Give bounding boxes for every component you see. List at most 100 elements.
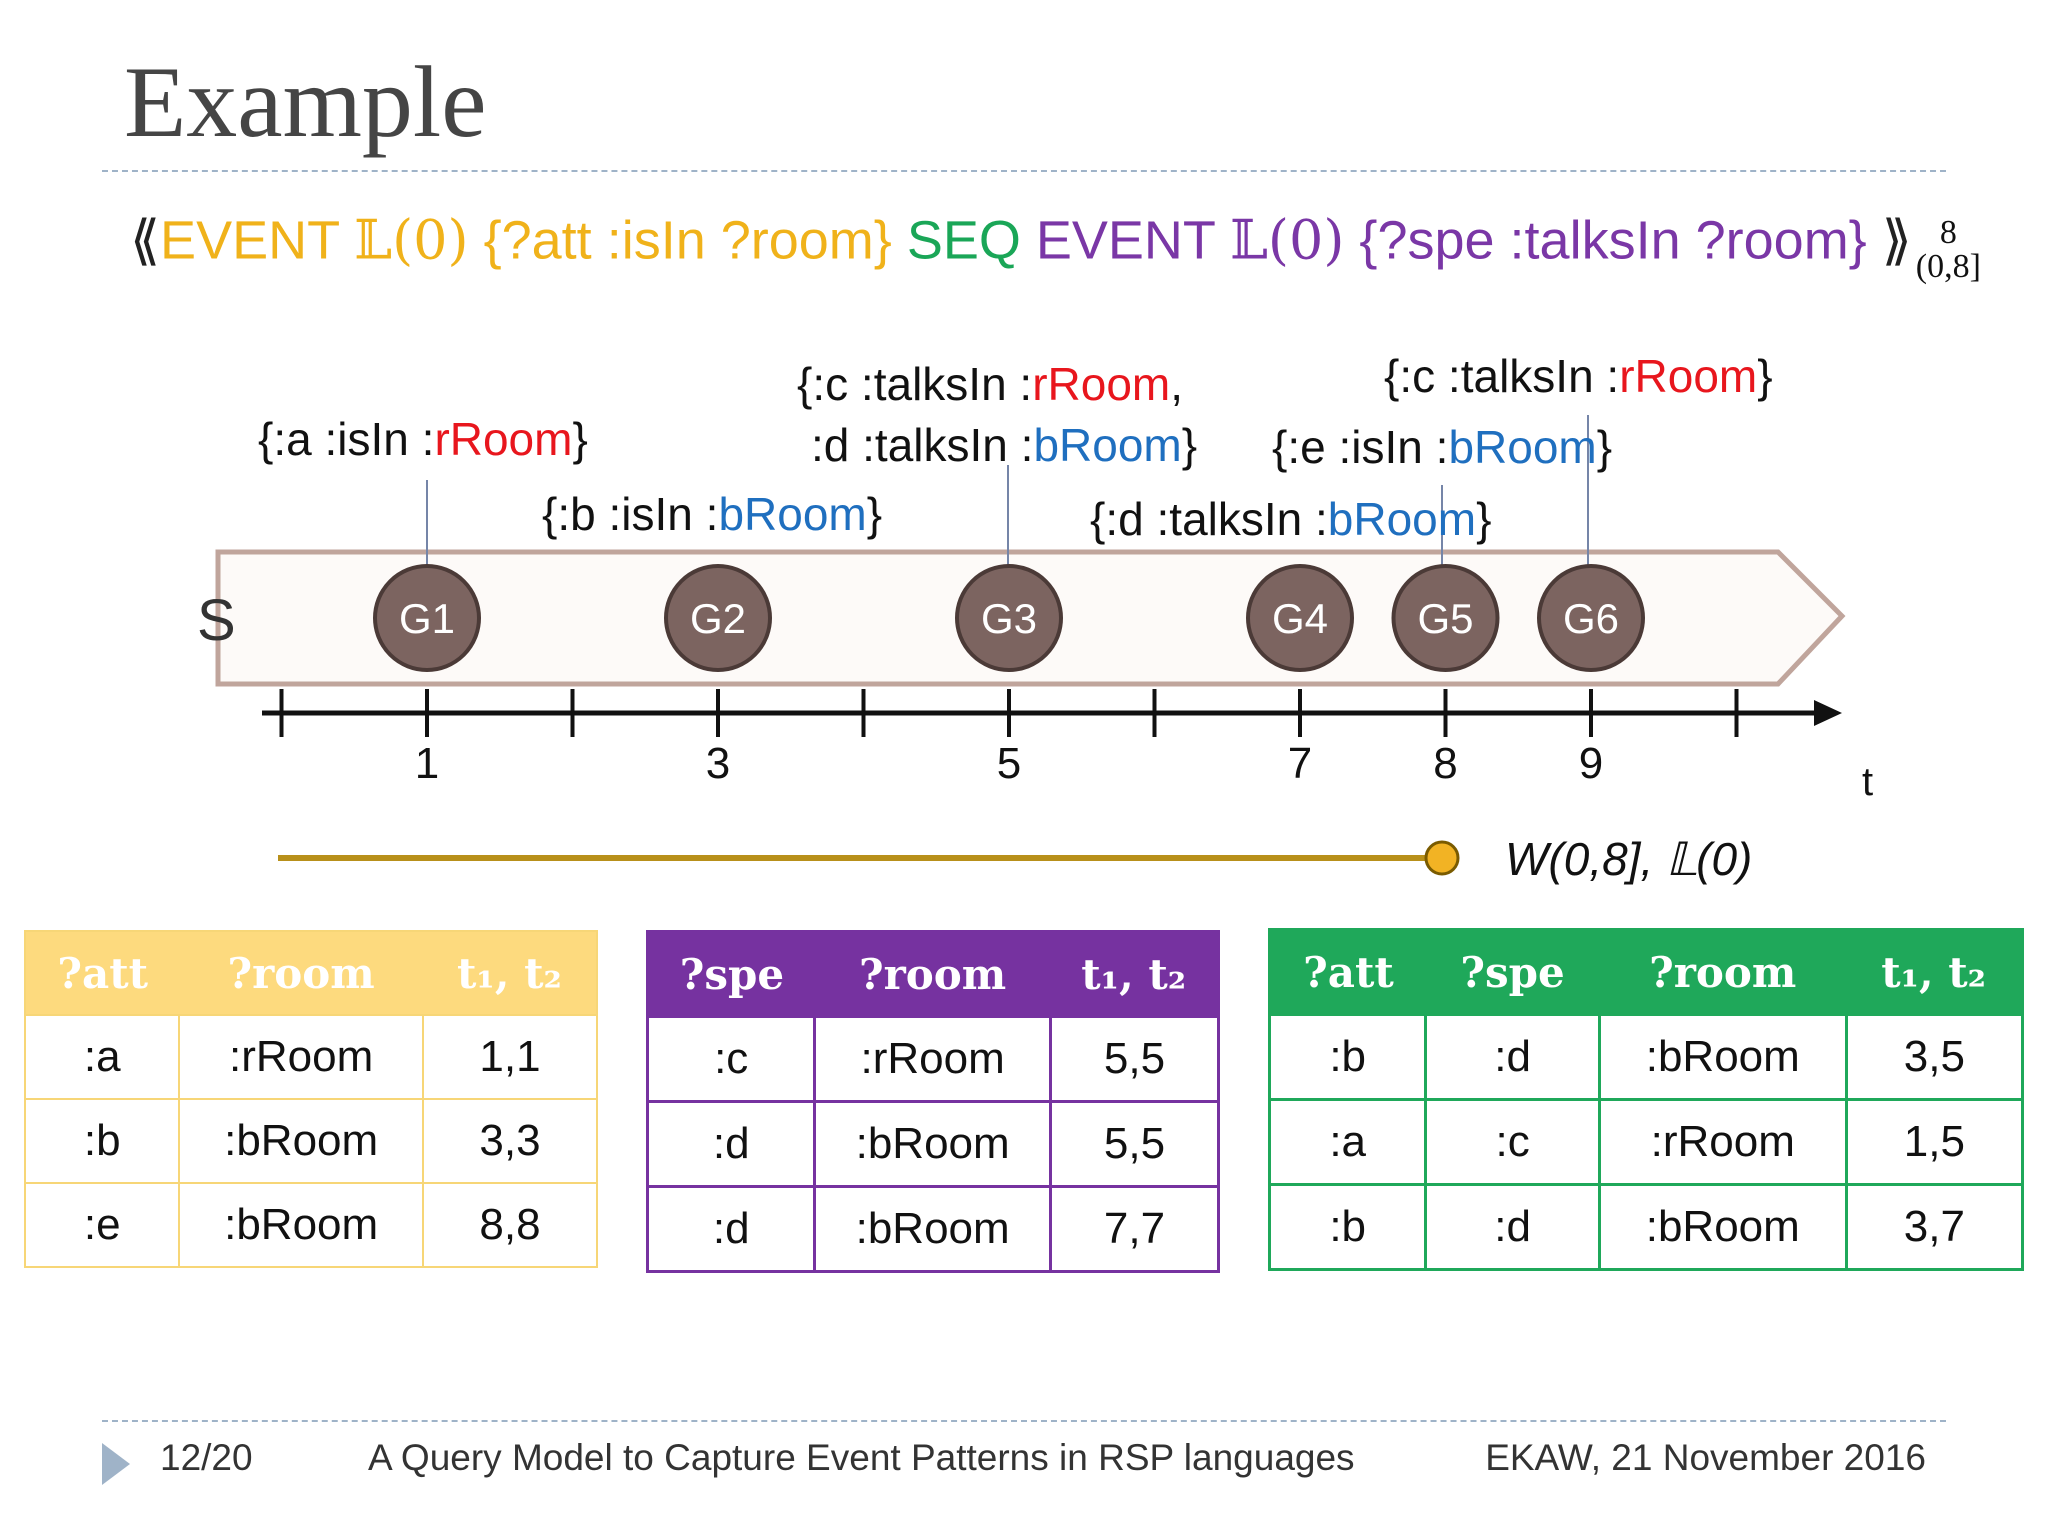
table-row: :b :d :bRoom 3,7 bbox=[1267, 1183, 2025, 1271]
g5-annotation: {:e :isIn :bRoom} bbox=[1272, 421, 1612, 473]
event-circle bbox=[1537, 564, 1645, 672]
g3-annotation-line1: {:c :talksIn :rRoom, bbox=[797, 358, 1183, 410]
table-cell: :e bbox=[23, 1182, 181, 1268]
table-row: :a :rRoom 1,1 bbox=[23, 1014, 599, 1100]
table-cell: 1,1 bbox=[421, 1014, 599, 1100]
table-header-cell: t₁, t₂ bbox=[1050, 931, 1219, 1017]
query-event-2-keyword: EVENT bbox=[1035, 210, 1230, 271]
axis-tick-label: 9 bbox=[1579, 739, 1603, 788]
query-event-1-window: 𝕃(0) bbox=[354, 208, 469, 272]
table-cell: :bRoom bbox=[178, 1098, 424, 1184]
table-header-cell: ?att bbox=[1269, 929, 1426, 1015]
table-cell: :d bbox=[1424, 1183, 1601, 1271]
table-cell: 5,5 bbox=[1048, 1015, 1221, 1103]
query-open-bracket: ⟪ bbox=[130, 210, 161, 271]
table-cell: 3,5 bbox=[1844, 1013, 2025, 1101]
axis-tick-label: 8 bbox=[1433, 739, 1457, 788]
query-event-2-window: 𝕃(0) bbox=[1229, 208, 1345, 272]
table-row: :e :bRoom 8,8 bbox=[23, 1182, 599, 1268]
table-cell: :bRoom bbox=[1597, 1183, 1848, 1271]
table-cell: :rRoom bbox=[813, 1015, 1052, 1103]
table-cell: 3,3 bbox=[421, 1098, 599, 1184]
table-cell: 5,5 bbox=[1048, 1100, 1221, 1188]
event-circle-label: G3 bbox=[981, 595, 1037, 642]
axis-tick-label: 1 bbox=[415, 739, 439, 788]
event-circle-label: G6 bbox=[1563, 595, 1619, 642]
table-row: :d :bRoom 5,5 bbox=[645, 1100, 1221, 1188]
table-cell: 8,8 bbox=[421, 1182, 599, 1268]
results-table-seq-join: ?att ?spe ?room t₁, t₂ :b :d :bRoom 3,5 … bbox=[1267, 928, 2025, 1271]
query-pattern-1: {?att :isIn ?room} bbox=[468, 210, 907, 271]
axis-label: t bbox=[1862, 760, 1873, 804]
event-circle bbox=[1391, 564, 1500, 672]
g6-annotation: {:c :talksIn :rRoom} bbox=[1384, 350, 1773, 402]
table-header-cell: t₁, t₂ bbox=[1846, 929, 2023, 1015]
table-cell: :a bbox=[23, 1014, 181, 1100]
table-header-cell: ?spe bbox=[1425, 929, 1600, 1015]
talk-title: A Query Model to Capture Event Patterns … bbox=[368, 1437, 1355, 1478]
query-superscript: 8 bbox=[1939, 214, 1957, 251]
table-cell: :c bbox=[645, 1015, 817, 1103]
query-seq-operator: SEQ bbox=[906, 210, 1036, 271]
event-circle-label: G4 bbox=[1272, 595, 1328, 642]
table-cell: 1,5 bbox=[1844, 1098, 2025, 1186]
query-window-bounds: 8(0,8] bbox=[1916, 216, 1981, 284]
event-circle bbox=[373, 564, 481, 672]
query-event-1-keyword: EVENT bbox=[160, 210, 355, 271]
axis-ticks bbox=[279, 689, 1739, 737]
table-header-cell: ?room bbox=[814, 931, 1051, 1017]
g3-annotation-line2: :d :talksIn :bRoom} bbox=[811, 419, 1197, 471]
axis-tick-label: 3 bbox=[706, 739, 730, 788]
table-cell: 7,7 bbox=[1048, 1185, 1221, 1273]
table-row: :b :d :bRoom 3,5 bbox=[1267, 1013, 2025, 1101]
table-cell: :rRoom bbox=[1597, 1098, 1848, 1186]
table-row: :b :bRoom 3,3 bbox=[23, 1098, 599, 1184]
results-table-spe: ?spe ?room t₁, t₂ :c :rRoom 5,5 :d :bRoo… bbox=[645, 930, 1221, 1273]
event-circle bbox=[664, 564, 772, 672]
g4-annotation: {:d :talksIn :bRoom} bbox=[1090, 493, 1491, 545]
results-table-att: ?att ?room t₁, t₂ :a :rRoom 1,1 :b :bRoo… bbox=[23, 930, 599, 1268]
table-cell: :b bbox=[1267, 1013, 1428, 1101]
event-circle bbox=[1246, 564, 1354, 672]
table-row: :a :c :rRoom 1,5 bbox=[1267, 1098, 2025, 1186]
footer-triangle-icon bbox=[102, 1443, 130, 1485]
window-label: W(0,8], 𝕃(0) bbox=[1505, 833, 1752, 885]
footer-divider bbox=[102, 1420, 1946, 1422]
table-row: :c :rRoom 5,5 bbox=[645, 1015, 1221, 1103]
table-cell: :a bbox=[1267, 1098, 1428, 1186]
table-cell: :d bbox=[645, 1100, 817, 1188]
query-subscript: (0,8] bbox=[1915, 248, 1981, 285]
table-header-cell: ?spe bbox=[647, 931, 815, 1017]
table-cell: :rRoom bbox=[178, 1014, 424, 1100]
event-circle bbox=[955, 564, 1063, 672]
time-axis-arrowhead bbox=[1814, 700, 1842, 726]
table-header-cell: t₁, t₂ bbox=[422, 931, 597, 1015]
event-circle-label: G5 bbox=[1417, 595, 1473, 642]
table-cell: :c bbox=[1424, 1098, 1601, 1186]
g2-annotation: {:b :isIn :bRoom} bbox=[542, 488, 882, 540]
axis-tick-label: 7 bbox=[1288, 739, 1312, 788]
slide-title: Example bbox=[124, 46, 487, 159]
table-cell: :bRoom bbox=[1597, 1013, 1848, 1101]
event-circles: G1 G2 G3 G4 G5 G6 bbox=[373, 564, 1645, 672]
table-header-cell: ?att bbox=[25, 931, 180, 1015]
page-number: 12/20 bbox=[160, 1437, 253, 1478]
event-circle-label: G1 bbox=[399, 595, 455, 642]
event-circle-label: G2 bbox=[690, 595, 746, 642]
stream-label: S bbox=[197, 588, 236, 653]
venue-date: EKAW, 21 November 2016 bbox=[1485, 1437, 1926, 1478]
table-cell: :b bbox=[1267, 1183, 1428, 1271]
table-row: :d :bRoom 7,7 bbox=[645, 1185, 1221, 1273]
table-cell: :d bbox=[645, 1185, 817, 1273]
table-header-row: ?att ?spe ?room t₁, t₂ bbox=[1269, 929, 2023, 1015]
table-header-row: ?att ?room t₁, t₂ bbox=[25, 931, 597, 1015]
table-header-cell: ?room bbox=[179, 931, 423, 1015]
query-close-bracket: ⟫ bbox=[1881, 210, 1912, 271]
table-cell: :bRoom bbox=[813, 1185, 1052, 1273]
window-end-dot bbox=[1424, 840, 1460, 876]
g1-annotation: {:a :isIn :rRoom} bbox=[258, 413, 588, 465]
table-cell: 3,7 bbox=[1844, 1183, 2025, 1271]
table-header-row: ?spe ?room t₁, t₂ bbox=[647, 931, 1219, 1017]
